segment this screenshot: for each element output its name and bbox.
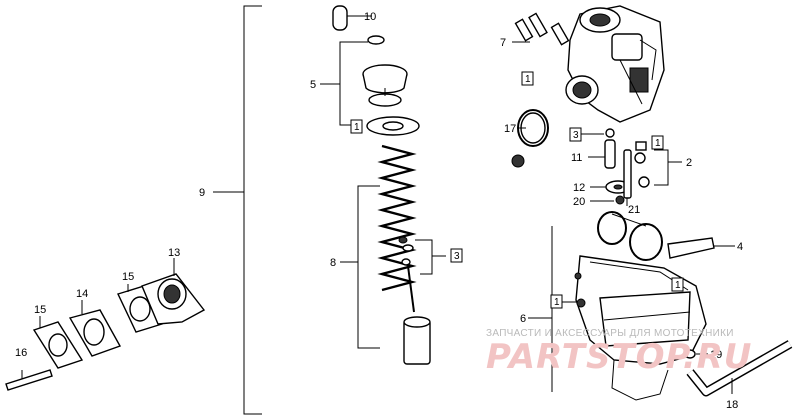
callout-2: 2: [686, 157, 692, 169]
callout-5: 5: [310, 79, 316, 91]
boxed-label-bowl: 1: [550, 294, 576, 309]
part-spring: [377, 144, 417, 292]
callout-12: 12: [573, 182, 585, 194]
part-5-top-cap: [362, 64, 408, 107]
boxed-label-right: 1: [651, 135, 664, 150]
callout-10: 10: [364, 11, 376, 23]
part-16-stud: [5, 369, 53, 391]
callout-7: 7: [500, 37, 506, 49]
part-20-nut: [590, 195, 625, 205]
part-carburetor-body: [565, 5, 665, 123]
part-gasket-top: [366, 116, 420, 136]
callout-6: 6: [520, 313, 526, 325]
part-o-ring-small: [367, 35, 385, 45]
svg-text:3: 3: [573, 130, 579, 141]
boxed-label-float-chamber: 1: [671, 277, 684, 292]
part-11-jet: [588, 128, 616, 169]
boxed-label-needle: 1: [350, 119, 363, 134]
bracket-5: [320, 41, 368, 126]
part-jet-needle: [407, 265, 415, 313]
part-18-drain-tube: [686, 340, 793, 397]
svg-text:1: 1: [554, 297, 560, 308]
callout-4: 4: [737, 241, 743, 253]
svg-text:1: 1: [525, 74, 531, 85]
part-throttle-slide: [403, 316, 431, 365]
part-21-pin: [623, 149, 632, 206]
part-14-insulator: [68, 300, 122, 357]
svg-text:1: 1: [675, 280, 681, 291]
boxed-label-body: 3: [569, 127, 604, 142]
callout-8: 8: [330, 257, 336, 269]
callout-20: 20: [573, 196, 585, 208]
part-19-clip: [684, 349, 708, 359]
part-17-o-ring: [517, 109, 549, 147]
callout-17: 17: [504, 123, 516, 135]
bracket-8: [340, 185, 380, 349]
part-17-nut: [511, 154, 525, 168]
callout-16: 16: [15, 347, 27, 359]
svg-text:3: 3: [454, 251, 460, 262]
part-7-screws: [512, 12, 570, 46]
part-4-float: [597, 211, 735, 261]
callout-19: 19: [710, 349, 722, 361]
callout-15-left: 15: [34, 304, 46, 316]
part-15-gasket-left: [32, 316, 84, 369]
svg-text:1: 1: [655, 138, 661, 149]
part-bowl-gasket: [611, 359, 669, 401]
callout-21: 21: [628, 204, 640, 216]
boxed-label-clip: 3: [450, 248, 463, 263]
part-10-cap: [332, 5, 372, 31]
callout-11: 11: [571, 152, 582, 164]
boxed-label-gasket: 1: [521, 71, 534, 86]
callout-15-right: 15: [122, 271, 134, 283]
bracket-9: [213, 5, 262, 415]
part-needle-clips: [398, 236, 446, 275]
callout-13: 13: [168, 247, 180, 259]
part-13-intake-manifold: [141, 258, 206, 325]
callout-9: 9: [199, 187, 205, 199]
callout-14: 14: [76, 288, 88, 300]
part-15-gasket-right: [117, 284, 163, 333]
part-2-screws: [634, 141, 682, 188]
watermark-brand: PARTSTOP.RU: [486, 337, 752, 377]
svg-text:1: 1: [354, 122, 360, 133]
callout-18: 18: [726, 399, 738, 411]
watermark-caption: ЗАПЧАСТИ И АКСЕССУАРЫ ДЛЯ МОТОТЕХНИКИ: [486, 328, 734, 339]
